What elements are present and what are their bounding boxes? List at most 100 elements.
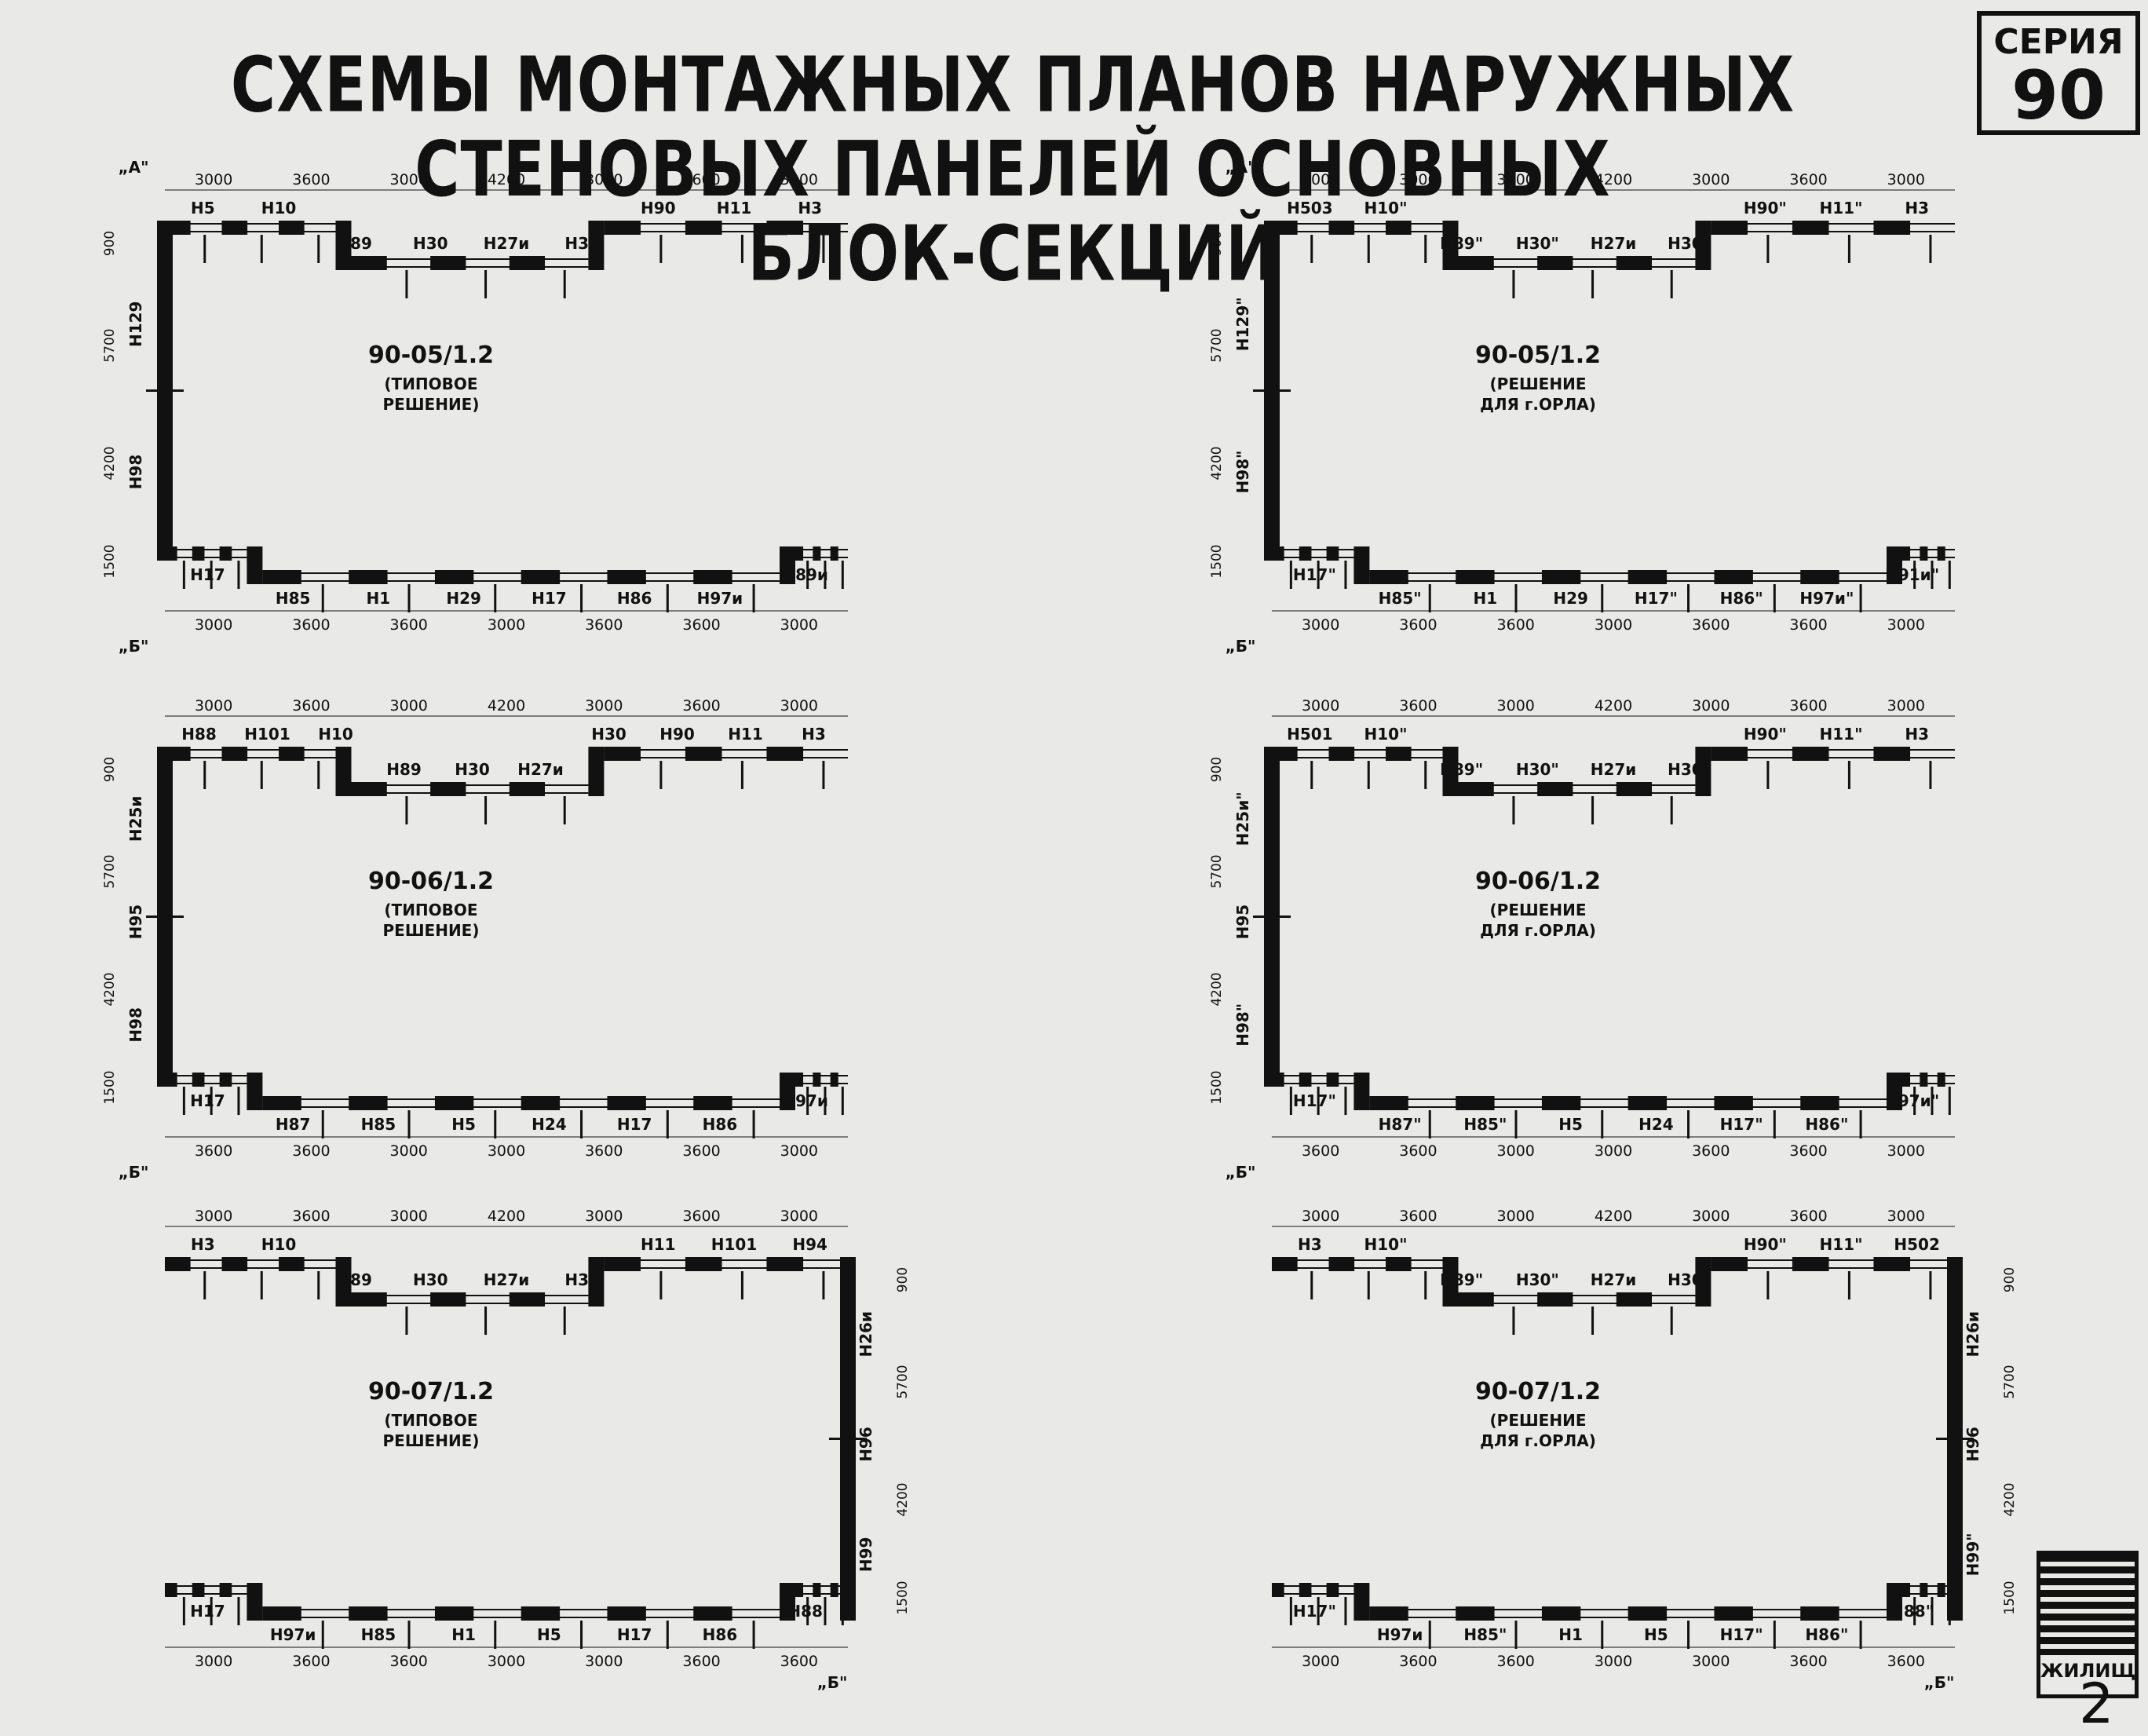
title-line-1: СХЕМЫ МОНТАЖНЫХ ПЛАНОВ НАРУЖНЫХ СТЕНОВЫХ… [230,41,1795,214]
bottom-panel-label: Н85 [361,1115,396,1134]
top-wall-pier [766,747,804,761]
bottom-wall-pier [1937,1073,1945,1087]
bottom-wall-pier [830,1583,838,1597]
top-dimension: 3000 [780,697,818,715]
bottom-dimension: 3600 [1399,1653,1437,1670]
wall-panel-label: Н26и [1964,1311,1982,1358]
bottom-panel-label: Н17" [1720,1625,1763,1644]
bottom-wall-pier [1326,1073,1339,1087]
plan-note: ДЛЯ г.ОРЛА) [1480,395,1596,414]
bottom-dimension: 3000 [488,616,525,634]
bottom-wall-pier [1937,546,1945,561]
title-line-2: БЛОК-СЕКЦИЙ [747,210,1278,298]
bottom-wall-pier [830,1073,838,1087]
top-panel-label: Н3 [191,1235,215,1254]
top-panel-label: Н27и [1591,234,1637,253]
wall-panel-label: Н95 [126,905,145,940]
plan-note: ДЛЯ г.ОРЛА) [1480,921,1596,940]
recess-return [1442,747,1459,796]
top-dimension: 3000 [780,1208,818,1225]
top-recess-wall-pier [1458,256,1494,270]
bottom-panel-label: Н87" [1379,1115,1422,1134]
recess-return [1695,1257,1711,1307]
bottom-panel-label: Н91и" [1885,565,1939,584]
wall-panel-label: Н96 [857,1427,875,1462]
top-wall-pier [1873,221,1911,235]
top-panel-label: Н30 [455,760,490,779]
top-panel-label: Н11 [717,199,752,217]
top-panel-label: Н501 [1287,725,1333,744]
bottom-recess-wall-pier [521,1096,561,1110]
top-dimension: 3600 [1399,697,1437,715]
bottom-dimension: 3600 [682,1653,720,1670]
bottom-recess-wall-pier [349,1606,388,1621]
top-dimension: 4200 [1595,1208,1632,1225]
wall-panel-label: Н95 [1233,905,1252,940]
bottom-panel-label: Н5 [451,1115,476,1134]
top-dimension: 3600 [292,171,330,188]
top-panel-label: Н90 [641,199,676,217]
top-panel-label: Н10 [318,725,353,744]
top-recess-wall-pier [430,256,466,270]
bottom-panel-label: Н5 [1644,1625,1668,1644]
top-dimension: 3600 [292,1208,330,1225]
side-dimension: 4200 [895,1482,911,1516]
top-panel-label: Н89 [386,760,422,779]
bottom-panel-label: Н1 [367,589,391,608]
side-dimension: 4200 [2002,1482,2018,1516]
top-dimension: 3000 [195,697,232,715]
side-dimension: 1500 [102,1070,118,1104]
top-dimension: 3600 [1789,697,1827,715]
top-wall-pier [279,747,305,761]
top-dimension: 3000 [1302,1208,1339,1225]
top-dimension: 3000 [1887,1208,1925,1225]
side-dimension: 4200 [1209,446,1225,480]
top-panel-label: Н502 [1894,1235,1940,1254]
bottom-recess-wall-pier [693,570,732,584]
bottom-dimension: 3000 [1302,1653,1339,1670]
bottom-wall-pier [1920,1073,1928,1087]
top-dimension: 3600 [682,1208,720,1225]
bottom-dimension: 3600 [780,1653,818,1670]
bottom-recess-wall-pier [434,1096,474,1110]
bottom-panel-label: Н97и [697,589,743,608]
top-wall-pier [604,221,641,235]
bottom-recess-wall-pier [1541,1096,1581,1110]
bottom-dimension: 3000 [1595,616,1632,634]
bottom-recess-wall-pier [1714,1096,1753,1110]
top-panel-label: Н30 [564,234,600,253]
bottom-panel-label: Н17 [617,1625,652,1644]
bottom-recess-wall-pier [521,570,561,584]
bottom-dimension: 3600 [390,616,428,634]
top-dimension: 3000 [1497,171,1535,188]
bottom-wall-pier [1299,1073,1312,1087]
bottom-wall-pier [1299,1583,1312,1597]
bottom-wall-pier [795,546,804,561]
bottom-wall-pier [192,546,205,561]
top-dimension: 3600 [682,171,720,188]
side-dimension: 5700 [895,1365,911,1398]
plan-code: 90-05/1.2 [1475,342,1601,369]
bottom-panel-label: Н29 [446,589,481,608]
top-wall-pier [604,1257,641,1271]
section-mark: „Б" [1226,1163,1256,1182]
bottom-recess-wall-pier [349,570,388,584]
bottom-dimension: 3600 [585,1142,623,1160]
bottom-panel-label: Н86 [617,589,652,608]
top-panel-label: Н27и [1591,1270,1637,1289]
top-panel-label: Н90" [1744,1235,1787,1254]
side-dimension: 4200 [102,972,118,1006]
bottom-dimension: 3000 [1887,616,1925,634]
bottom-panel-label: Н1 [451,1625,476,1644]
top-wall-pier [221,1257,248,1271]
bottom-dimension: 3000 [780,616,818,634]
top-panel-label: Н94 [792,1235,827,1254]
top-wall-pier [1328,221,1355,235]
bottom-wall-pier [165,1583,177,1597]
wall-panel-label: Н129 [126,302,145,348]
loggia-return [780,1583,795,1621]
bottom-panel-label: Н86 [703,1625,738,1644]
